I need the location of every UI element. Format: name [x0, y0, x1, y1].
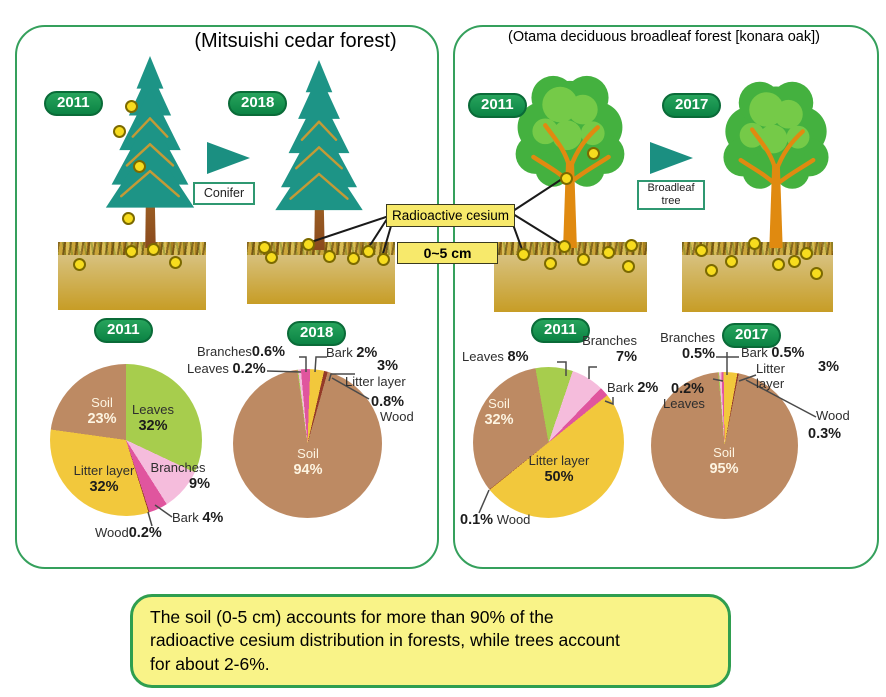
cesium-dot [147, 243, 160, 256]
pie4-leaves-name: Leaves [663, 396, 705, 411]
caption-box: The soil (0-5 cm) accounts for more than… [130, 594, 731, 688]
cesium-dot [265, 251, 278, 264]
cesium-dot [113, 125, 126, 138]
pie4-wood-name: Wood [816, 408, 850, 423]
broadleaf-tree-2017 [723, 81, 829, 248]
conifer-tree-2018 [275, 60, 363, 250]
right-arrow-icon [207, 142, 250, 174]
cesium-dot [602, 246, 615, 259]
cesium-dot [362, 245, 375, 258]
cesium-dot [122, 212, 135, 225]
cesium-dot [377, 253, 390, 266]
caption-line: The soil (0-5 cm) accounts for more than… [150, 607, 554, 627]
pie2-branches-label: Branches0.6% [197, 344, 285, 360]
soil-depth-label: 0~5 cm [397, 242, 498, 264]
pie3-bark-label: Bark 2% [607, 380, 659, 396]
pie4-litter-name: Litter layer [756, 361, 785, 391]
cesium-dot [625, 239, 638, 252]
broadleaf-tree-2011 [515, 75, 625, 248]
cesium-dot [258, 241, 271, 254]
cesium-dot [772, 258, 785, 271]
cesium-dot [347, 252, 360, 265]
pie-chart-oak-2011 [473, 367, 624, 518]
cesium-dot [323, 250, 336, 263]
caption-line: for about 2-6%. [150, 653, 270, 674]
conifer-tree-2011 [105, 56, 195, 248]
year-badge-oak-2017: 2017 [662, 93, 722, 118]
right-arrow-icon [650, 142, 693, 174]
cesium-dot [587, 147, 600, 160]
chart-badge-oak-2017: 2017 [722, 323, 782, 348]
chart-badge-oak-2011: 2011 [531, 318, 590, 343]
radioactive-cesium-label: Radioactive cesium [386, 204, 515, 227]
cesium-dot [748, 237, 761, 250]
cesium-dot [517, 248, 530, 261]
pie3-leaves-label: Leaves 8% [462, 349, 529, 365]
cesium-dot [133, 160, 146, 173]
cesium-dot [125, 245, 138, 258]
pie4-leaves-pct: 0.2% [671, 381, 705, 397]
pie4-litter-pct: 3% [818, 359, 839, 375]
year-badge-cedar-2018: 2018 [228, 91, 288, 116]
pie2-wood-pct: 0.8% [371, 394, 405, 410]
pie1-bark-label: Bark 4% [172, 510, 224, 526]
cesium-dot [577, 253, 590, 266]
pie2-wood-name: Wood [380, 409, 414, 424]
cesium-dot [73, 258, 86, 271]
cesium-dot [169, 256, 182, 269]
year-badge-oak-2011: 2011 [468, 93, 527, 118]
panel-title-broadleaf: (Otama deciduous broadleaf forest [konar… [508, 29, 820, 45]
chart-badge-cedar-2018: 2018 [287, 321, 347, 346]
cesium-dot [810, 267, 823, 280]
cesium-dot [558, 240, 571, 253]
cesium-dot [302, 238, 315, 251]
cesium-dot [125, 100, 138, 113]
conifer-label-box: Conifer [193, 182, 255, 205]
cesium-dot [622, 260, 635, 273]
pie2-litter-name: Litter layer [345, 374, 406, 389]
cesium-dot [705, 264, 718, 277]
cesium-dot [725, 255, 738, 268]
pie2-leaves-label: Leaves 0.2% [187, 361, 266, 377]
cesium-dot [695, 244, 708, 257]
pie2-litter-pct: 3% [377, 358, 398, 374]
pie3-wood-label: 0.1% Wood [460, 512, 531, 528]
caption-line: radioactive cesium distribution in fores… [150, 630, 620, 651]
year-badge-cedar-2011: 2011 [44, 91, 103, 116]
broadleaf-label-box: Broadleaf tree [637, 180, 705, 210]
pie-chart-cedar-2011 [50, 364, 202, 516]
cesium-dot [560, 172, 573, 185]
cesium-dot [800, 247, 813, 260]
cesium-dot [544, 257, 557, 270]
pie2-bark-label: Bark 2% [326, 345, 378, 361]
cesium-dot [788, 255, 801, 268]
pie4-wood-pct: 0.3% [808, 426, 842, 442]
pie1-wood-label: Wood0.2% [95, 525, 162, 541]
pie-chart-cedar-2018 [233, 369, 382, 518]
pie4-bark-label: Bark 0.5% [741, 345, 805, 361]
panel-title-cedar: (Mitsuishi cedar forest) [194, 30, 397, 52]
chart-badge-cedar-2011: 2011 [94, 318, 153, 343]
